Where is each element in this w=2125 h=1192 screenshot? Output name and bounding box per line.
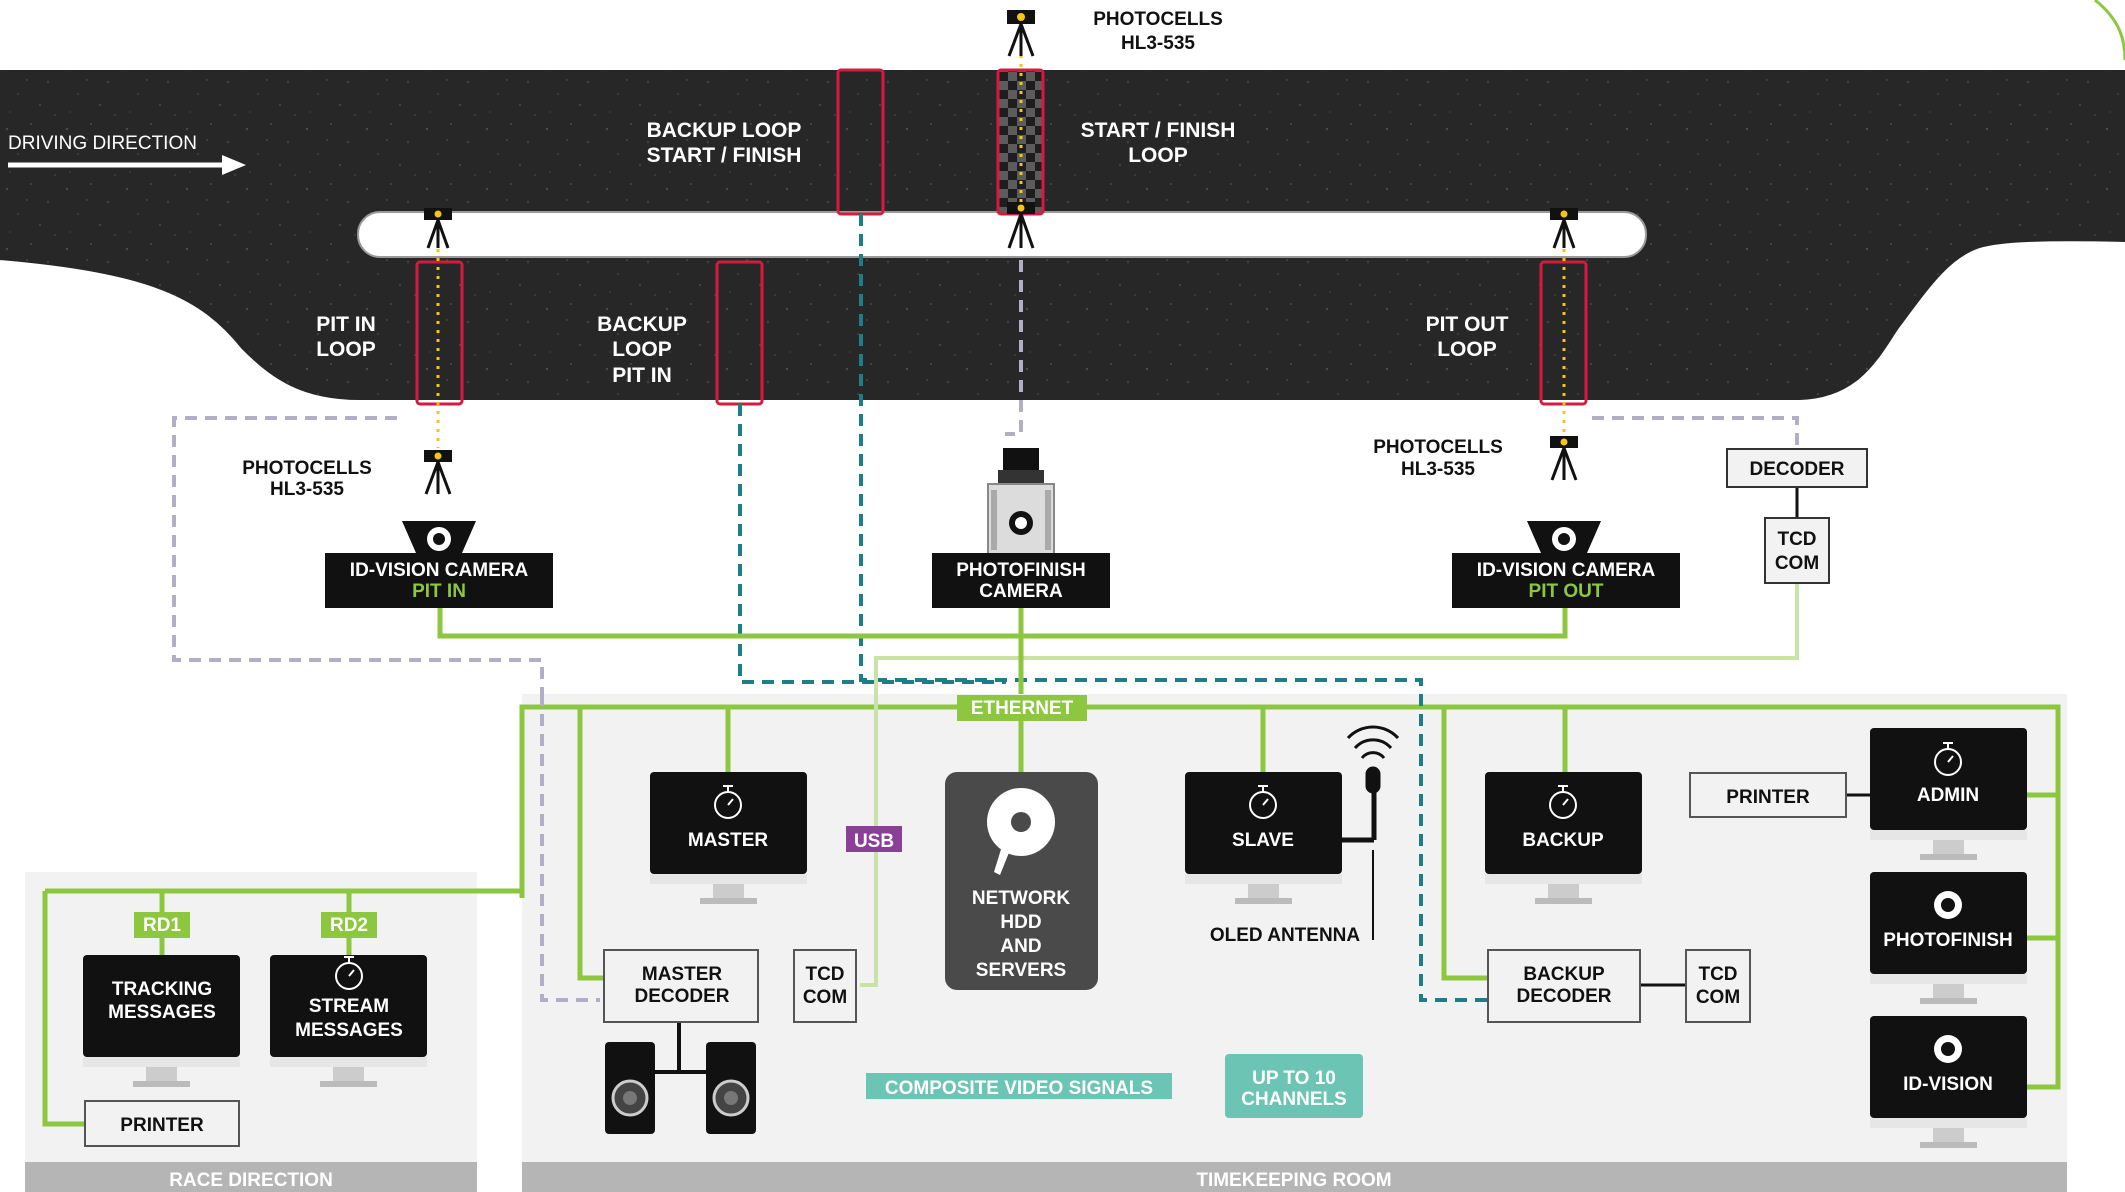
server-label-4: SERVERS bbox=[976, 960, 1066, 981]
ethernet-badge bbox=[957, 695, 1087, 721]
aperture-icon bbox=[1934, 891, 1962, 1063]
decoder-box[interactable] bbox=[1726, 448, 1868, 488]
idvision-monitor[interactable] bbox=[1870, 1016, 2027, 1148]
photocells-top-model: HL3-535 bbox=[1121, 33, 1195, 54]
rd-printer-label: PRINTER bbox=[120, 1115, 204, 1136]
backup-pit-in-label-1: BACKUP bbox=[597, 313, 687, 336]
tcd-label: TCD bbox=[1777, 529, 1816, 550]
stream-monitor[interactable] bbox=[270, 955, 427, 1087]
tripod-icon bbox=[1550, 208, 1578, 249]
printer-box[interactable] bbox=[84, 772, 1847, 1147]
stream-label-2: MESSAGES bbox=[295, 1020, 403, 1041]
com-label: COM bbox=[803, 987, 847, 1008]
timekeeping-title: TIMEKEEPING ROOM bbox=[1196, 1170, 1391, 1191]
tripod-icon bbox=[1007, 10, 1035, 57]
photocells-right-model: HL3-535 bbox=[1401, 459, 1475, 480]
idv-camera-pitout[interactable] bbox=[1452, 521, 1680, 608]
backup-pit-in-label-2: LOOP bbox=[612, 338, 672, 361]
decoder-boxes[interactable] bbox=[603, 949, 1751, 1023]
tcd-label: TCD bbox=[1698, 964, 1737, 985]
photofinish-camera[interactable] bbox=[932, 448, 1110, 608]
photocell-beams bbox=[436, 28, 1566, 448]
admin-printer-label: PRINTER bbox=[1726, 787, 1810, 808]
tripod-icon bbox=[1007, 202, 1035, 249]
backup-label: BACKUP bbox=[1522, 830, 1604, 851]
photocells-top-label: PHOTOCELLS bbox=[1093, 9, 1223, 30]
server-icon[interactable] bbox=[945, 772, 1098, 990]
admin-label: ADMIN bbox=[1917, 785, 1979, 806]
rd1-badge bbox=[134, 912, 190, 938]
composite-label: COMPOSITE VIDEO SIGNALS bbox=[885, 1078, 1153, 1099]
oled-antenna-label: OLED ANTENNA bbox=[1210, 925, 1361, 946]
backup-decoder-label-2: DECODER bbox=[1516, 986, 1611, 1007]
rd2-badge bbox=[321, 912, 377, 938]
photocells-left-model: HL3-535 bbox=[270, 479, 344, 500]
server-label-3: AND bbox=[1000, 936, 1041, 957]
stream-label-1: STREAM bbox=[309, 996, 389, 1017]
sf-loop-label-2: LOOP bbox=[1128, 144, 1188, 167]
track-road bbox=[0, 0, 2125, 404]
driving-direction-arrow bbox=[8, 155, 246, 175]
master-decoder-label-2: DECODER bbox=[634, 986, 729, 1007]
tripod-icon bbox=[1550, 436, 1578, 481]
pit-in-label-1: PIT IN bbox=[316, 313, 376, 336]
channels-label-1: UP TO 10 bbox=[1252, 1068, 1336, 1089]
photofinish-monitor[interactable] bbox=[1870, 872, 2027, 1004]
speaker-icon bbox=[605, 1042, 756, 1134]
admin-monitor[interactable] bbox=[1870, 728, 2027, 860]
tripod-icon bbox=[424, 450, 452, 495]
backup-monitor[interactable] bbox=[1485, 772, 1642, 904]
server-label-1: NETWORK bbox=[972, 888, 1070, 909]
idv-camera-pitin[interactable] bbox=[325, 521, 553, 608]
sf-loop-label-1: START / FINISH bbox=[1081, 119, 1236, 142]
tcd-label: TCD bbox=[805, 964, 844, 985]
induction-loops bbox=[415, 68, 1588, 406]
backup-sf-label-1: BACKUP LOOP bbox=[647, 119, 802, 142]
antenna-icon bbox=[1346, 725, 1400, 794]
channels-label-2: CHANNELS bbox=[1241, 1089, 1347, 1110]
idvision-label: ID-VISION bbox=[1903, 1074, 1993, 1095]
idv-pitout-sublabel: PIT OUT bbox=[1529, 581, 1604, 602]
photocells-right-label: PHOTOCELLS bbox=[1373, 437, 1503, 458]
photofinish-camera-label-2: CAMERA bbox=[979, 581, 1063, 602]
slave-label: SLAVE bbox=[1232, 830, 1294, 851]
composite-badge bbox=[866, 1073, 1172, 1099]
rd2-label: RD2 bbox=[330, 915, 368, 936]
backup-decoder-label-1: BACKUP bbox=[1523, 964, 1605, 985]
race-direction-title: RACE DIRECTION bbox=[169, 1170, 333, 1191]
com-label: COM bbox=[1775, 553, 1819, 574]
rd1-label: RD1 bbox=[143, 915, 181, 936]
ethernet-label: ETHERNET bbox=[971, 698, 1074, 719]
tracking-label-1: TRACKING bbox=[112, 979, 212, 1000]
stopwatch-icon bbox=[335, 742, 1962, 990]
photofinish-camera-label-1: PHOTOFINISH bbox=[956, 560, 1086, 581]
channels-badge bbox=[1225, 1054, 1363, 1118]
idv-pitout-label: ID-VISION CAMERA bbox=[1477, 560, 1656, 581]
pit-out-label-1: PIT OUT bbox=[1426, 313, 1509, 336]
slave-monitor[interactable] bbox=[1185, 772, 1342, 904]
photofinish-label: PHOTOFINISH bbox=[1883, 930, 2013, 951]
decoder-label: DECODER bbox=[1749, 459, 1844, 480]
pit-in-label-2: LOOP bbox=[316, 338, 376, 361]
backup-pit-in-label-3: PIT IN bbox=[612, 364, 672, 387]
tripod-icon bbox=[424, 208, 452, 249]
photocells-left-label: PHOTOCELLS bbox=[242, 458, 372, 479]
idv-pitin-label: ID-VISION CAMERA bbox=[350, 560, 529, 581]
tracking-label-2: MESSAGES bbox=[108, 1002, 216, 1023]
master-decoder-label-1: MASTER bbox=[642, 964, 723, 985]
tcd-com-box[interactable] bbox=[1764, 517, 1830, 584]
backup-sf-label-2: START / FINISH bbox=[647, 144, 802, 167]
master-monitor[interactable] bbox=[650, 772, 807, 904]
server-label-2: HDD bbox=[1000, 912, 1041, 933]
master-label: MASTER bbox=[688, 830, 769, 851]
usb-badge bbox=[846, 826, 902, 852]
com-label: COM bbox=[1696, 987, 1740, 1008]
pit-out-label-2: LOOP bbox=[1437, 338, 1497, 361]
tracking-monitor[interactable] bbox=[83, 955, 240, 1087]
driving-direction-label: DRIVING DIRECTION bbox=[8, 133, 197, 154]
idv-pitin-sublabel: PIT IN bbox=[412, 581, 466, 602]
usb-label: USB bbox=[854, 831, 894, 852]
